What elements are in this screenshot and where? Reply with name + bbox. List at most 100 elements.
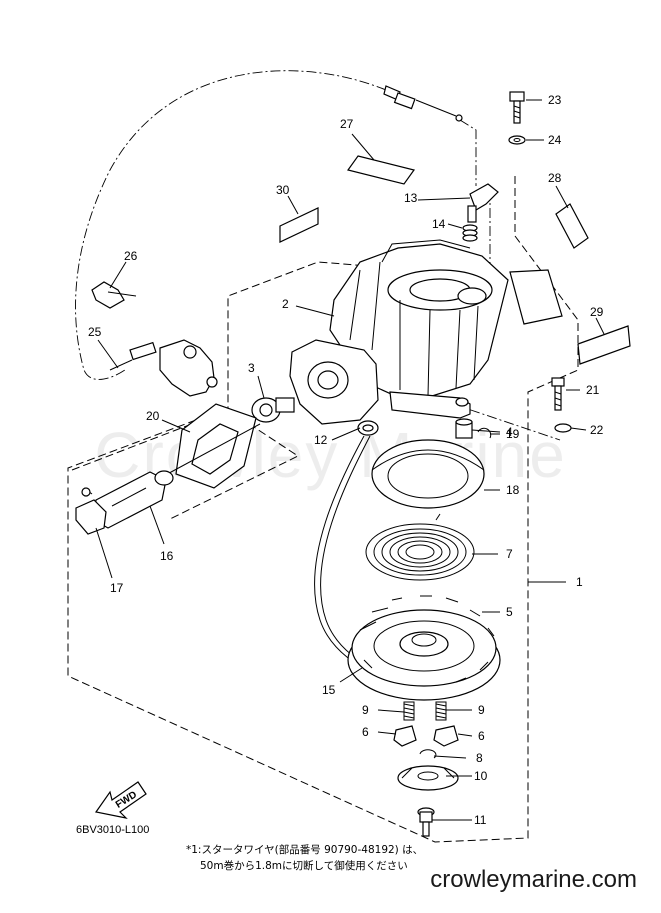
leader-30 bbox=[287, 195, 299, 215]
leader-26 bbox=[109, 261, 127, 289]
leader-17 bbox=[95, 527, 113, 579]
leader-28 bbox=[555, 185, 569, 209]
part-9-spring-left bbox=[403, 701, 415, 721]
fwd-arrow-icon: FWD bbox=[94, 781, 147, 819]
callout-8[interactable]: 8 bbox=[476, 751, 483, 765]
callout-13[interactable]: 13 bbox=[404, 191, 418, 205]
leader-12 bbox=[331, 427, 361, 441]
callout-22[interactable]: 22 bbox=[590, 423, 604, 437]
leader-20 bbox=[161, 419, 191, 433]
leader-22 bbox=[570, 427, 587, 431]
part-22-washer bbox=[554, 423, 572, 433]
part-7-spiral-spring bbox=[365, 513, 475, 581]
part-16-handle bbox=[93, 470, 174, 529]
part-21-bolt bbox=[551, 377, 565, 411]
part-29-label bbox=[577, 325, 631, 365]
part-11-screw bbox=[417, 807, 435, 837]
callout-6a[interactable]: 6 bbox=[362, 725, 369, 739]
leader-14 bbox=[447, 223, 463, 229]
part-30-label bbox=[279, 207, 319, 243]
callout-1[interactable]: 1 bbox=[576, 575, 583, 589]
callout-19[interactable]: 19 bbox=[506, 427, 520, 441]
callout-15[interactable]: 15 bbox=[322, 683, 336, 697]
starter-rope bbox=[159, 423, 261, 479]
leader-2 bbox=[295, 305, 335, 317]
part-4-collar bbox=[455, 418, 473, 439]
part-6-pawl-right bbox=[433, 725, 459, 747]
part-25-neutral-switch bbox=[109, 339, 218, 397]
callout-29[interactable]: 29 bbox=[590, 305, 604, 319]
leader-29 bbox=[595, 317, 605, 335]
part-12-grommet bbox=[357, 420, 379, 436]
callout-12[interactable]: 12 bbox=[314, 433, 328, 447]
part-9-spring-right bbox=[435, 701, 447, 721]
part-23-bolt bbox=[509, 91, 525, 124]
callout-17[interactable]: 17 bbox=[110, 581, 124, 595]
callout-24[interactable]: 24 bbox=[548, 133, 562, 147]
leader-8 bbox=[433, 755, 467, 759]
callout-28[interactable]: 28 bbox=[548, 171, 562, 185]
part-18-spring-case bbox=[371, 439, 485, 509]
callout-16[interactable]: 16 bbox=[160, 549, 174, 563]
callout-27[interactable]: 27 bbox=[340, 117, 354, 131]
leader-4 bbox=[471, 429, 501, 433]
callout-2[interactable]: 2 bbox=[282, 297, 289, 311]
callout-9a[interactable]: 9 bbox=[362, 703, 369, 717]
leader-16 bbox=[149, 505, 165, 545]
callout-3[interactable]: 3 bbox=[248, 361, 255, 375]
callout-11[interactable]: 11 bbox=[474, 813, 487, 827]
callout-14[interactable]: 14 bbox=[432, 217, 446, 231]
leader-13 bbox=[417, 197, 471, 201]
center-line-2 bbox=[452, 403, 561, 441]
part-8-clip bbox=[419, 749, 437, 759]
part-17-clip bbox=[75, 487, 107, 535]
leader-9a bbox=[377, 709, 405, 713]
cable-note: *1:スタータワイヤ(部品番号 90790-48192) は、 50m巻から1.… bbox=[186, 842, 423, 874]
rope-guide-housing bbox=[289, 339, 379, 425]
callout-23[interactable]: 23 bbox=[548, 93, 562, 107]
cable-note-line2: 50m巻から1.8mに切断して御使用ください bbox=[200, 860, 408, 872]
callout-25[interactable]: 25 bbox=[88, 325, 102, 339]
part-3-grommet bbox=[251, 397, 295, 423]
part-14-spring bbox=[462, 224, 478, 242]
callout-9b[interactable]: 9 bbox=[478, 703, 485, 717]
callout-5[interactable]: 5 bbox=[506, 605, 513, 619]
cable-note-line1: *1:スタータワイヤ(部品番号 90790-48192) は、 bbox=[186, 844, 424, 856]
part-19-clip bbox=[477, 427, 492, 439]
callout-10[interactable]: 10 bbox=[474, 769, 488, 783]
cable-to-13 bbox=[459, 119, 477, 186]
leader-3 bbox=[257, 375, 265, 399]
part-20-handle-grip bbox=[175, 403, 257, 489]
cable-end-fitting bbox=[383, 85, 463, 122]
callout-26[interactable]: 26 bbox=[124, 249, 138, 263]
callout-18[interactable]: 18 bbox=[506, 483, 520, 497]
part-13-stopper bbox=[467, 183, 499, 223]
part-6-pawl-left bbox=[393, 725, 417, 747]
leader-25 bbox=[97, 339, 119, 369]
part-10-drive-plate bbox=[397, 765, 459, 791]
callout-7[interactable]: 7 bbox=[506, 547, 513, 561]
callout-6b[interactable]: 6 bbox=[478, 729, 485, 743]
part-26-cable-clamp bbox=[91, 281, 137, 309]
part-5-sheave-drum bbox=[347, 595, 501, 701]
assembly-boundary bbox=[67, 176, 579, 843]
leader-27 bbox=[351, 133, 375, 161]
callout-20[interactable]: 20 bbox=[146, 409, 160, 423]
part-24-washer-hole bbox=[513, 138, 521, 142]
part-2-starter-case bbox=[329, 239, 563, 419]
leader-15 bbox=[339, 667, 363, 683]
part-24-washer bbox=[508, 135, 526, 145]
handle-group-boundary bbox=[71, 409, 300, 521]
throttle-cable bbox=[75, 70, 387, 380]
callout-4[interactable]: 4 bbox=[506, 425, 513, 439]
leader-6b bbox=[457, 733, 473, 737]
part-28-label bbox=[555, 203, 589, 249]
part-27-label bbox=[346, 155, 416, 185]
callout-30[interactable]: 30 bbox=[276, 183, 290, 197]
leader-6a bbox=[377, 731, 397, 735]
callout-21[interactable]: 21 bbox=[586, 383, 600, 397]
site-link[interactable]: crowleymarine.com bbox=[430, 866, 637, 893]
drawing-code: 6BV3010-L100 bbox=[76, 824, 150, 836]
